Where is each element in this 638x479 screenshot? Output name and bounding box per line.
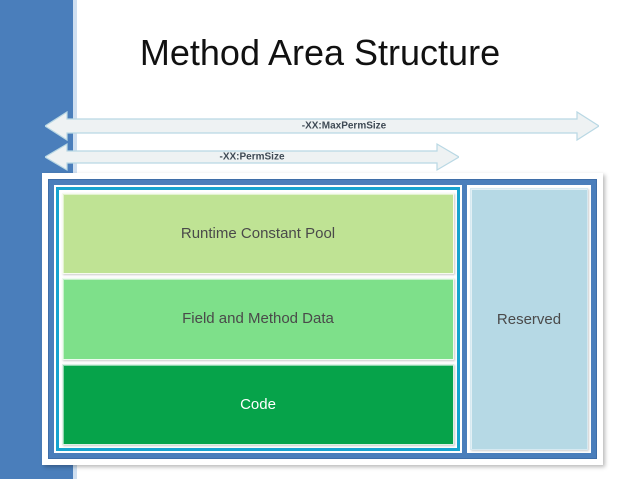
box-reserved-label: Reserved xyxy=(496,310,562,328)
arrow-max-perm-size: -XX:MaxPermSize xyxy=(45,110,599,142)
box-field-and-method-data-label: Field and Method Data xyxy=(182,310,334,328)
method-area-container: Runtime Constant Pool Field and Method D… xyxy=(42,173,603,465)
page-title: Method Area Structure xyxy=(139,32,501,73)
double-arrow-icon xyxy=(45,142,459,172)
box-code[interactable]: Code xyxy=(62,363,454,445)
perm-generation-stack: Runtime Constant Pool Field and Method D… xyxy=(54,185,462,453)
box-reserved[interactable]: Reserved xyxy=(470,188,588,450)
arrow-perm-size: -XX:PermSize xyxy=(45,142,459,172)
box-code-label: Code xyxy=(240,395,276,413)
box-field-and-method-data[interactable]: Field and Method Data xyxy=(62,278,454,360)
method-area-body: Runtime Constant Pool Field and Method D… xyxy=(54,185,591,453)
double-arrow-icon xyxy=(45,110,599,142)
box-runtime-constant-pool-label: Runtime Constant Pool xyxy=(180,225,336,243)
perm-generation-stack-border: Runtime Constant Pool Field and Method D… xyxy=(56,187,460,451)
box-runtime-constant-pool[interactable]: Runtime Constant Pool xyxy=(62,193,454,275)
method-area-inner-frame: Runtime Constant Pool Field and Method D… xyxy=(48,179,597,459)
reserved-frame: Reserved xyxy=(467,185,591,453)
